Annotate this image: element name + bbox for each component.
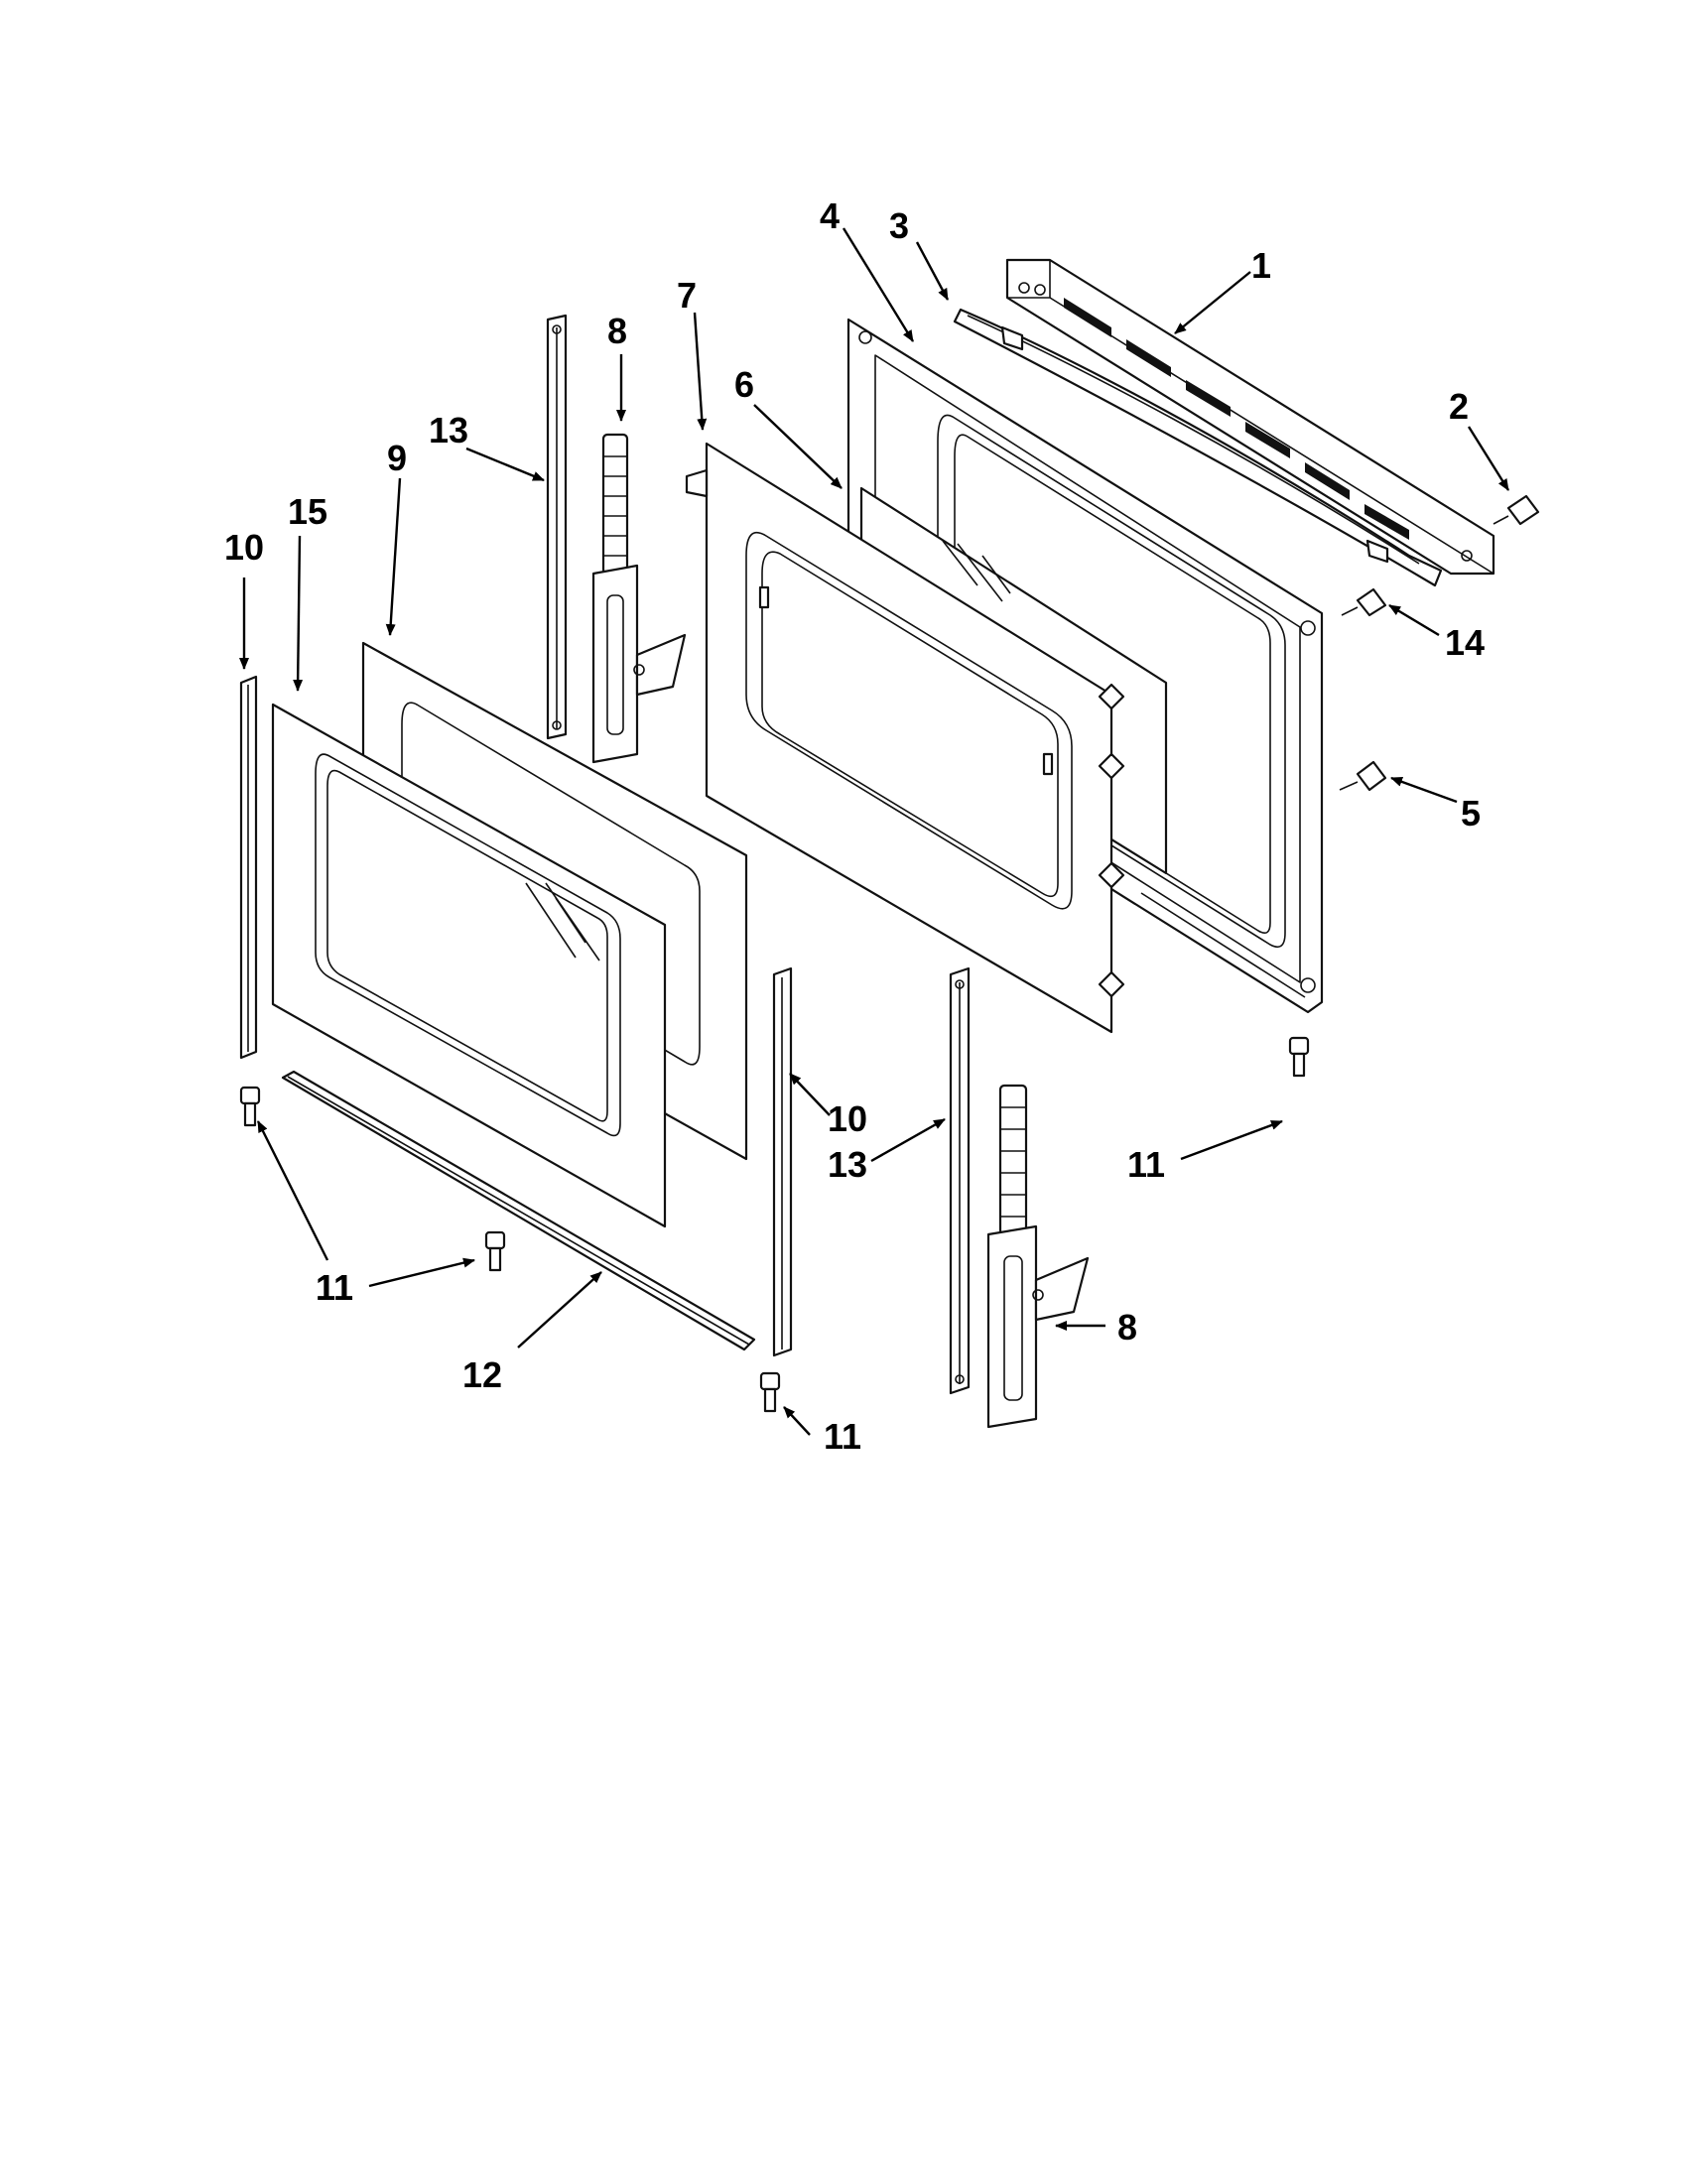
- callout-6: 6: [734, 364, 754, 405]
- hinge-right-part: [986, 1084, 1090, 1429]
- callout-8-top: 8: [607, 311, 627, 351]
- callout-5: 5: [1461, 793, 1481, 834]
- leader-11a: [256, 1120, 329, 1261]
- door-liner-part: [685, 442, 1125, 1034]
- screw-11-left-part: [239, 1086, 261, 1127]
- screw-11-bottom-part: [759, 1371, 781, 1413]
- callout-4: 4: [820, 195, 840, 236]
- leader-4: [842, 227, 915, 342]
- leader-1: [1174, 271, 1251, 334]
- leader-6: [753, 404, 843, 489]
- screw-11-right-part: [1288, 1036, 1310, 1078]
- callout-10-left: 10: [224, 527, 264, 568]
- right-side-trim-part: [772, 966, 793, 1357]
- callout-11-left: 11: [316, 1267, 353, 1308]
- callout-11-mid: 11: [824, 1416, 861, 1457]
- leader-15: [293, 535, 304, 692]
- vent-trim-part: [1005, 258, 1495, 576]
- hinge-receiver-left-part: [546, 314, 568, 740]
- hinge-receiver-right-part: [949, 966, 971, 1395]
- screw-2-part: [1493, 494, 1540, 526]
- leader-lines: [239, 227, 1510, 1436]
- outer-door-glass-part: [271, 703, 667, 1228]
- leader-14: [1388, 603, 1440, 637]
- callout-15: 15: [288, 491, 327, 532]
- leader-5: [1390, 776, 1458, 804]
- leader-7: [693, 312, 708, 431]
- callout-12: 12: [462, 1354, 502, 1395]
- callout-11-bottom: 11: [1127, 1144, 1165, 1185]
- screw-14-part: [1341, 587, 1387, 617]
- callout-1: 1: [1251, 245, 1271, 286]
- bottom-trim-part: [281, 1070, 756, 1351]
- callout-8-bottom: 8: [1117, 1307, 1137, 1348]
- leader-11d: [1180, 1119, 1283, 1161]
- hinge-left-part: [591, 433, 687, 764]
- left-side-trim-part: [239, 675, 258, 1060]
- callout-13-bottom: 13: [828, 1144, 867, 1185]
- leader-3: [915, 241, 950, 301]
- leader-11b: [368, 1257, 475, 1288]
- callout-11-right: 11: [316, 1267, 353, 1308]
- leader-2: [1467, 426, 1510, 491]
- leader-11c: [783, 1406, 811, 1436]
- leader-12: [517, 1271, 602, 1349]
- door-handle-part: [953, 308, 1443, 587]
- leader-9: [385, 477, 402, 636]
- callout-3: 3: [889, 205, 909, 246]
- screw-5-part: [1339, 760, 1387, 792]
- callout-13-top: 13: [429, 410, 468, 450]
- leader-13a: [465, 447, 545, 482]
- callout-10-right: 10: [828, 1098, 867, 1139]
- leader-10b: [789, 1073, 831, 1116]
- screw-11-mid-part: [484, 1230, 506, 1272]
- callout-7: 7: [677, 275, 697, 316]
- callout-labels: 1 2 3 4 5 6 7 8 8 9 10 10 11 11 11 11 12…: [224, 195, 1485, 1457]
- callout-9: 9: [387, 438, 407, 478]
- leader-13b: [870, 1117, 946, 1163]
- callout-2: 2: [1449, 386, 1469, 427]
- callout-14: 14: [1445, 622, 1485, 663]
